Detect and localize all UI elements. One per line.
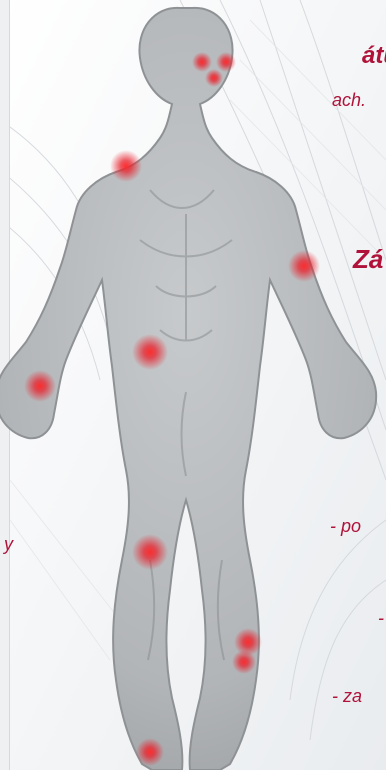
left-subtext: ach. <box>332 90 366 111</box>
right-text-po: - po <box>330 516 361 537</box>
pain-point-jaw-1 <box>192 52 212 72</box>
pain-point-hip <box>132 334 168 370</box>
pain-point-jaw-2 <box>216 52 236 72</box>
pain-point-knee <box>132 534 168 570</box>
right-dash: - <box>378 608 384 629</box>
right-text-za: - za <box>332 686 362 707</box>
left-fragment: y <box>4 534 13 555</box>
body-silhouette <box>0 8 376 770</box>
pain-point-shoulder <box>110 150 142 182</box>
pain-point-elbow <box>288 250 320 282</box>
pain-point-shin-2 <box>232 650 256 674</box>
left-heading: átu <box>362 42 386 70</box>
pain-point-ankle <box>136 738 164 766</box>
pain-point-wrist <box>24 370 56 402</box>
pain-point-chin <box>205 69 223 87</box>
right-heading: Zá <box>353 244 383 275</box>
